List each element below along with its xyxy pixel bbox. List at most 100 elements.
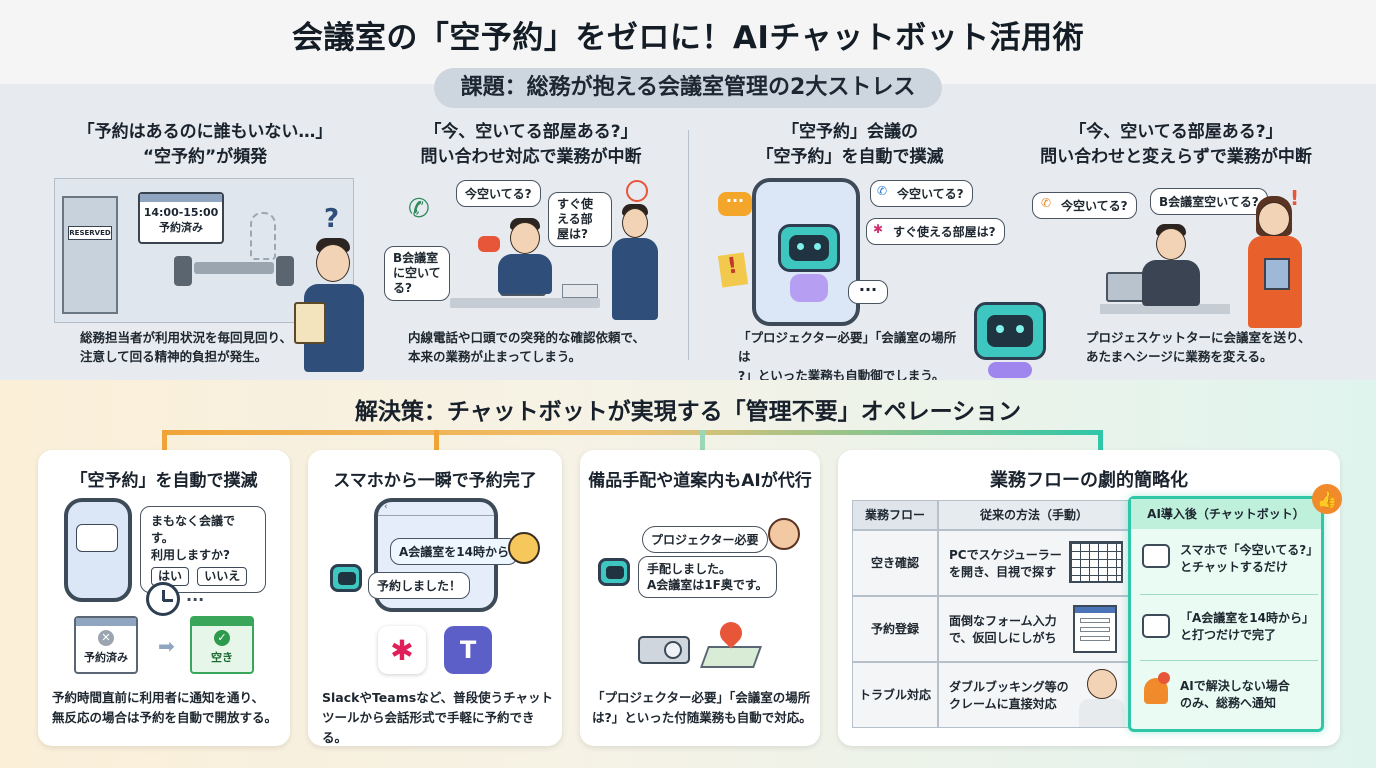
chat-dots-icon: ··· — [848, 280, 888, 304]
map-icon — [699, 646, 763, 668]
card-1-desc-line-1: 予約時間直前に利用者に通知を通り、 — [52, 690, 265, 705]
bot-avatar — [330, 564, 364, 594]
problem-1-desc-line-1: 総務担当者が利用状況を毎回見回り、 — [80, 330, 293, 345]
header-manual: 従来の方法（手動） — [938, 500, 1130, 530]
manual-booking-line-2: で、仮回しにしがち — [949, 631, 1057, 645]
bell-icon — [1144, 672, 1170, 704]
workflow-title: 業務フローの劇的簡略化 — [990, 470, 1188, 491]
room-display-bar — [140, 194, 222, 202]
manual-cell-check: PCでスケジューラー を開き、目視で探す — [938, 530, 1130, 596]
close-icon: ✕ — [98, 630, 114, 646]
solution-heading: 解決策：チャットボットが実現する「管理不要」オペレーション — [354, 399, 1022, 425]
teams-icon: T — [444, 626, 492, 674]
problem-1-title: 「予約はあるのに誰もいない…」 “空予約”が頻発 — [40, 120, 370, 170]
worried-staff-illustration — [294, 238, 370, 376]
chat-icon — [76, 524, 118, 552]
connector-drop — [434, 430, 439, 452]
clock-hand — [163, 599, 173, 602]
room-display-status: 予約済み — [159, 221, 203, 234]
chat-icon — [1142, 614, 1170, 638]
problem-3-desc: 「プロジェクター必要」「会議室の場所は ?」といった業務も自動御でしまう。 — [738, 328, 968, 385]
ai-check-text: スマホで「今空いてる?」 とチャットするだけ — [1180, 542, 1318, 576]
bot-message: 予約しました！ — [368, 572, 471, 599]
user-message: A会議室を14時から — [390, 538, 518, 565]
robot-eye — [996, 325, 1004, 333]
status-free-panel: ✓ 空き — [190, 616, 254, 674]
phone-illustration — [64, 498, 132, 602]
desk — [1100, 304, 1230, 314]
projector-lens — [664, 641, 682, 659]
problem-4-desc: プロジェスケットターに会議室を送り、 あたまヘシージに業務を変える。 — [1086, 328, 1346, 366]
manual-cell-trouble: ダブルブッキング等の クレームに直接対応 — [938, 662, 1130, 728]
phone-icon: ✆ — [1041, 196, 1052, 210]
ai-booking-line-1: 「A会議室を14時から」 — [1180, 611, 1314, 625]
reserved-sign: RESERVED — [68, 226, 112, 240]
stress-scribble-icon — [626, 180, 648, 202]
person-body — [612, 238, 658, 320]
card-1-desc-line-2: 無反応の場合は予約を自動で開放する。 — [52, 710, 278, 725]
paper-stack — [562, 284, 598, 298]
reminder-line-1: まもなく会議です。 — [151, 514, 236, 545]
robot-face — [338, 572, 356, 585]
problem-1-illustration: RESERVED 14:00-15:00 予約済み ? — [54, 178, 354, 323]
user-avatar — [768, 518, 800, 550]
problem-2-title: 「今、空いてる部屋ある?」 問い合わせ対応で業務が中断 — [386, 120, 676, 170]
slack-icon: ✱ — [873, 222, 884, 236]
person-body — [498, 254, 552, 294]
problem-heading: 課題：総務が抱える会議室管理の2大ストレス — [434, 68, 942, 108]
solution-card-auto-release: 「空予約」を自動で撲滅 まもなく会議です。 利用しますか? はい いいえ ···… — [38, 450, 290, 746]
form-header — [1075, 607, 1115, 613]
chair-icon — [174, 256, 192, 286]
manual-trouble-text: ダブルブッキング等の クレームに直接対応 — [949, 679, 1069, 713]
connector-drop — [162, 430, 167, 452]
bot-message-line-2: A会議室は1F奥です。 — [647, 578, 768, 592]
reminder-bubble: まもなく会議です。 利用しますか? はい いいえ — [140, 506, 266, 593]
manual-check-text: PCでスケジューラー を開き、目視で探す — [949, 547, 1062, 581]
chat-header: ‹ — [378, 502, 494, 516]
person-head — [316, 244, 350, 282]
reminder-line-2: 利用しますか? — [151, 548, 230, 562]
no-button[interactable]: いいえ — [197, 567, 248, 586]
bubble-p3-now-free: ✆ 今空いてる? — [870, 180, 973, 207]
form-field — [1080, 636, 1110, 641]
problem-2-desc-line-2: 本来の業務が止まってしまう。 — [408, 349, 582, 364]
ai-row-divider — [1140, 594, 1318, 595]
meeting-table — [194, 262, 274, 274]
solution-card-workflow: 業務フローの劇的簡略化 業務フロー 従来の方法（手動） 空き確認 予約登録 トラ… — [838, 450, 1342, 746]
chat-icon — [1142, 544, 1170, 568]
bubble-p4-room-b: B会議室空いてる? — [1150, 188, 1268, 215]
problem-4-desc-line-2: あたまヘシージに業務を変える。 — [1086, 349, 1273, 364]
chat-dots-icon: ··· — [718, 192, 752, 216]
problem-1-desc: 総務担当者が利用状況を毎回見回り、 注意して回る精神的負担が発生。 — [80, 328, 340, 366]
robot-head — [974, 302, 1046, 360]
robot-head — [598, 558, 630, 586]
solution-card-instant-booking: スマホから一瞬で予約完了 ‹ A会議室を14時から 予約しました！ ✱ T Sl… — [308, 450, 562, 746]
status-reserved-panel: ✕ 予約済み — [74, 616, 138, 674]
thumbs-up-icon: 👍 — [1312, 484, 1342, 514]
bubble-p3-quick-room-text: すぐ使える部屋は? — [893, 225, 996, 239]
question-mark-icon: ? — [324, 204, 340, 234]
problem-2-desc: 内線電話や口頭での突発的な確認依頼で、 本来の業務が止まってしまう。 — [408, 328, 678, 366]
room-display-time: 14:00-15:00 — [143, 206, 219, 219]
bubble-p3-quick-room: ✱ すぐ使える部屋は? — [866, 218, 1005, 245]
bot-avatar — [598, 558, 630, 588]
problem-1-title-line-1: 「予約はあるのに誰もいない…」 — [77, 122, 333, 142]
door — [62, 196, 118, 314]
chair-icon — [276, 256, 294, 286]
status-free-label: 空き — [211, 651, 233, 664]
ai-trouble-line-2: のみ、総務へ通知 — [1180, 696, 1277, 710]
person-head — [622, 208, 648, 238]
header-ai: AI導入後（チャットボット） — [1131, 499, 1321, 529]
person-body — [1079, 699, 1125, 727]
person-head — [510, 222, 540, 254]
connector-drop — [1098, 430, 1103, 452]
manual-trouble-line-2: クレームに直接対応 — [949, 697, 1057, 711]
bubble-room-b: B会議室に空いてる? — [384, 246, 450, 301]
form-icon — [1073, 605, 1117, 653]
problem-1-title-line-2: “空予約”が頻発 — [142, 147, 268, 167]
robot-large-illustration — [970, 292, 1050, 380]
problem-2-illustration: ✆ 今空いてる? すぐ使える部屋は? B会議室に空いてる? — [384, 180, 670, 325]
problem-4-title-line-1: 「今、空いてる部屋ある?」 — [1069, 122, 1283, 142]
page-title: 会議室の「空予約」をゼロに！AIチャットボット活用術 — [291, 20, 1085, 56]
location-pin-icon — [715, 617, 747, 649]
